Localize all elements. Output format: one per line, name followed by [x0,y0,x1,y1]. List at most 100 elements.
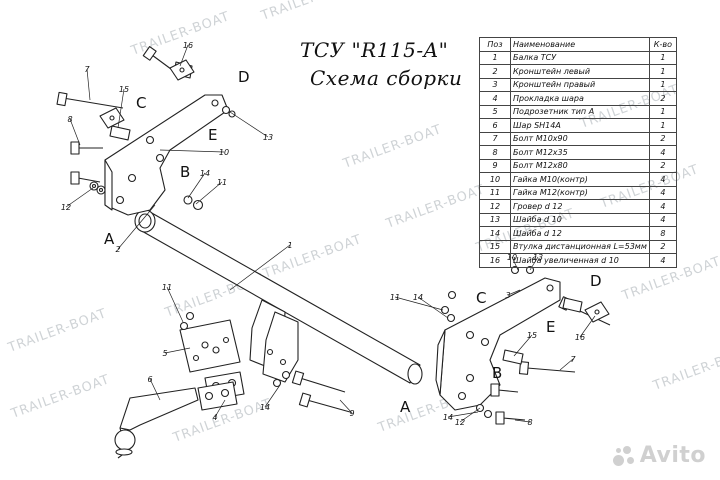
enlarged-washers [99,59,610,323]
watermark-text: TRAILER-BOAT [260,232,364,282]
row-name: Болт M10x90 [510,131,650,146]
row-qty: 4 [648,199,677,214]
watermark-text: TRAILER-BOAT [650,344,720,394]
leader-line [86,68,91,101]
row-name: Подрозетник тип A [510,104,650,119]
row-name: Кронштейн левый [510,64,650,79]
leader-line [507,289,521,296]
row-name: Балка ТСУ [510,50,650,65]
row-qty: 2 [648,158,677,173]
row-qty: 4 [648,172,677,187]
callout-number: 3 [505,291,510,300]
callout-number: 1 [287,241,292,250]
leader-line [117,88,125,129]
row-qty: 2 [648,91,677,106]
row-qty: 4 [648,185,677,200]
leader-line [195,181,223,205]
nuts-washers [89,105,535,419]
row-qty: 8 [648,226,677,241]
row-pos: 6 [479,118,511,133]
row-pos: 14 [479,226,511,241]
row-qty: 1 [648,50,677,65]
row-pos: 3 [479,77,511,92]
row-qty: 1 [648,77,677,92]
callout-number: 2 [115,245,120,254]
leader-line [69,118,81,146]
row-pos: 13 [479,212,511,227]
point-label: C [136,94,146,112]
callout-number: 11 [390,293,400,302]
callout-number: 11 [217,178,227,187]
center-plates [249,299,299,383]
row-name: Гайка M12(контр) [510,185,650,200]
row-qty: 4 [648,253,677,268]
row-pos: 8 [479,145,511,160]
callout-number: 6 [147,375,152,384]
row-name: Шайба d 10 [510,212,650,227]
callout-number: 8 [527,418,532,427]
point-label: E [546,318,555,336]
row-name: Шар SH14A [510,118,650,133]
leader-line [339,399,353,414]
watermark-text: TRAILER-BOAT [383,182,487,232]
row-pos: 16 [479,253,511,268]
callout-number: 10 [219,148,229,157]
row-qty: 1 [648,64,677,79]
point-label: A [400,398,411,416]
leader-line [164,347,191,354]
header-name: Наименование [510,37,650,52]
drawing-title: ТСУ "R115-A" [300,38,449,62]
leader-line [214,399,226,418]
point-label: B [180,163,190,181]
drawing-subtitle: Схема сборки [310,66,463,90]
point-label: A [104,230,115,248]
row-name: Гайка M10(контр) [510,172,650,187]
row-pos: 2 [479,64,511,79]
callout-number: 14 [200,169,210,178]
row-name: Втулка дистанционная L=53мм [510,239,650,254]
callout-labels: 1234567788910101111111212131314141414151… [61,41,602,427]
row-name: Прокладка шара [510,91,650,106]
point-label: D [590,272,602,290]
leader-line [559,358,574,371]
ball-spacers [197,371,245,411]
callout-number: 7 [84,65,90,74]
row-pos: 12 [479,199,511,214]
leader-line [264,384,281,408]
callout-number: 8 [67,115,72,124]
row-qty: 2 [648,239,677,254]
row-pos: 11 [479,185,511,200]
point-label: E [208,126,217,144]
avito-dots-icon [612,445,635,467]
leader-line [149,378,161,401]
leader-line [166,286,184,323]
leader-line [229,111,269,138]
callout-number: 14 [260,403,270,412]
point-label: C [476,289,486,307]
bolts-short [70,141,526,425]
row-name: Болт M12x80 [510,158,650,173]
row-name: Гровер d 12 [510,199,650,214]
callout-number: 4 [212,413,217,422]
leader-line [159,149,225,153]
leader-line [579,315,596,338]
callout-number: 7 [570,355,576,364]
row-qty: 4 [648,145,677,160]
leader-line [459,407,481,423]
bolts-center [291,370,351,413]
callout-number: 14 [443,413,453,422]
leader-line [179,44,189,67]
row-pos: 9 [479,158,511,173]
callout-number: 15 [527,331,537,340]
